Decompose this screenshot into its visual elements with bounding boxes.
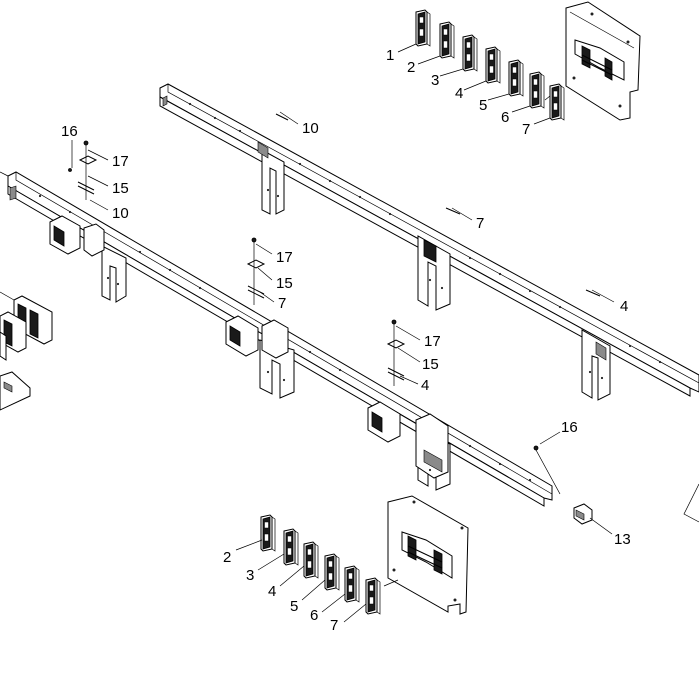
- module-top-5: [508, 59, 524, 97]
- callout-mid2-17: 17: [424, 333, 441, 350]
- module-bot-2: [260, 514, 276, 552]
- callout-left-16: 16: [61, 123, 78, 140]
- callout-bot-7: 7: [330, 617, 338, 634]
- callout-mid1-7: 7: [278, 295, 286, 312]
- module-bot-6: [344, 565, 360, 603]
- callout-rail1-4: 4: [620, 298, 628, 315]
- callout-mid1-15: 15: [276, 275, 293, 292]
- callout-bot-3: 3: [246, 567, 254, 584]
- module-top-7: [549, 83, 565, 121]
- callout-top-5: 5: [479, 97, 487, 114]
- callout-top-4: 4: [455, 85, 463, 102]
- callout-right-13: 13: [614, 531, 631, 548]
- callout-left-15: 15: [112, 180, 129, 197]
- callout-labels: 1 2 3 4 5 6 7 10 7 4 16 17 15 10 17 15 7…: [61, 47, 631, 634]
- callout-right-16: 16: [561, 419, 578, 436]
- callout-top-2: 2: [407, 59, 415, 76]
- module-top-1: [415, 9, 431, 47]
- callout-rail1-7: 7: [476, 215, 484, 232]
- mounting-plate-top: [544, 1, 641, 121]
- module-top-3: [462, 34, 478, 72]
- fastener-mid2: [386, 319, 406, 386]
- callout-bot-2: 2: [223, 549, 231, 566]
- callout-mid1-17: 17: [276, 249, 293, 266]
- top-module-row: [415, 9, 565, 121]
- callout-mid2-15: 15: [422, 356, 439, 373]
- mounting-plate-bottom: [383, 495, 469, 615]
- upper-rail-assembly: [159, 83, 699, 401]
- leader-lines: [71, 43, 615, 623]
- module-bot-3: [283, 528, 299, 566]
- left-clipped-parts: [0, 171, 53, 411]
- callout-left-17: 17: [112, 153, 129, 170]
- module-bot-7: [365, 577, 381, 615]
- callout-bot-6: 6: [310, 607, 318, 624]
- module-top-2: [439, 21, 455, 59]
- module-top-6: [529, 71, 545, 109]
- fastener-left: [68, 140, 98, 200]
- fastener-stacks: [68, 113, 601, 495]
- callout-top-3: 3: [431, 72, 439, 89]
- right-edge-parts: [573, 483, 699, 525]
- fastener-mid1: [246, 237, 266, 305]
- callout-top-1: 1: [386, 47, 394, 64]
- callout-rail1-10: 10: [302, 120, 319, 137]
- fastener-rail-pins: [275, 113, 601, 495]
- callout-bot-5: 5: [290, 598, 298, 615]
- callout-left-10: 10: [112, 205, 129, 222]
- bottom-module-row: [260, 514, 381, 615]
- callout-mid2-4: 4: [421, 377, 429, 394]
- callout-top-6: 6: [501, 109, 509, 126]
- module-bot-4: [303, 541, 319, 579]
- module-bot-5: [324, 553, 340, 591]
- callout-top-7: 7: [522, 121, 530, 138]
- lower-rail-assembly: [7, 171, 553, 507]
- module-top-4: [485, 46, 501, 84]
- callout-bot-4: 4: [268, 583, 276, 600]
